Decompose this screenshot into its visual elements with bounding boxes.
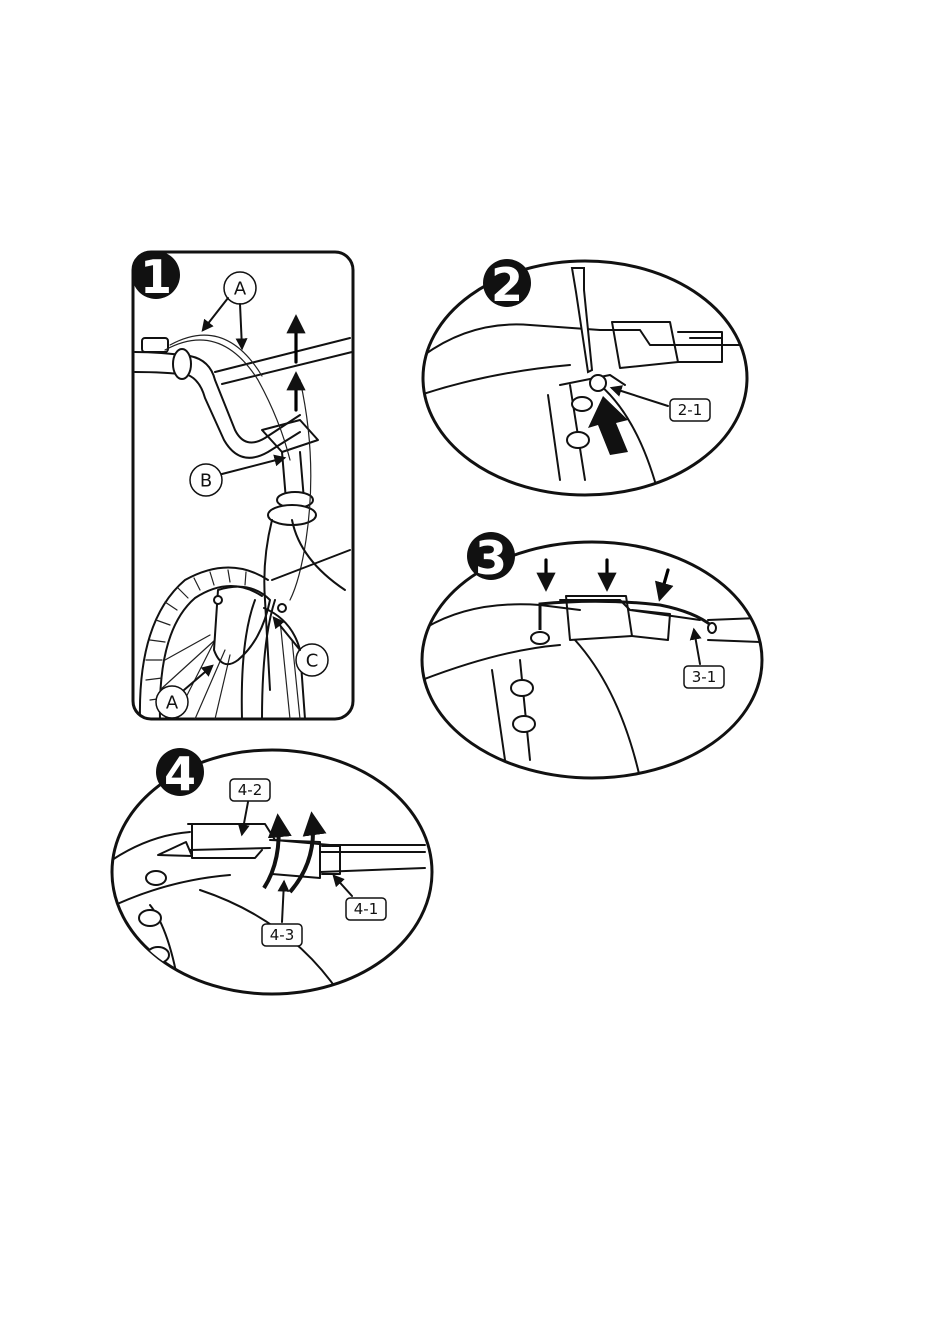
svg-text:3: 3 <box>475 531 507 585</box>
svg-text:4-3: 4-3 <box>270 926 295 944</box>
svg-text:4-1: 4-1 <box>354 900 379 918</box>
svg-text:4: 4 <box>164 747 196 801</box>
svg-text:4-2: 4-2 <box>238 781 263 799</box>
svg-text:2: 2 <box>491 258 523 312</box>
svg-text:3-1: 3-1 <box>692 668 717 686</box>
step-4-panel: 4 4-2 4-1 4-3 <box>112 747 432 994</box>
step-1-panel: 1 A B C A <box>132 250 353 719</box>
svg-text:A: A <box>234 279 247 300</box>
step-3-panel: 3 3-1 <box>422 531 762 778</box>
svg-text:2-1: 2-1 <box>678 401 703 419</box>
svg-text:1: 1 <box>140 250 172 304</box>
svg-text:B: B <box>200 471 212 492</box>
svg-text:A: A <box>166 693 179 714</box>
step-2-panel: 2 2-1 <box>420 258 747 500</box>
svg-text:C: C <box>306 651 319 672</box>
